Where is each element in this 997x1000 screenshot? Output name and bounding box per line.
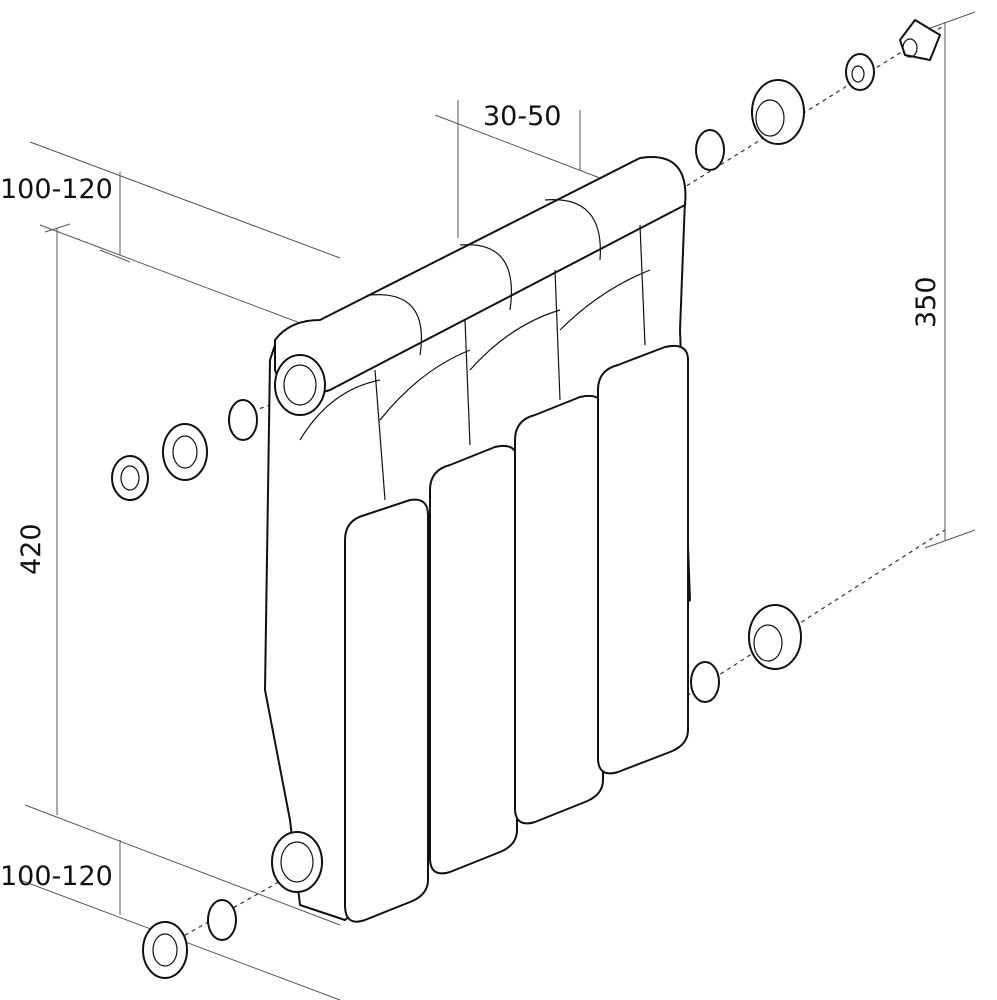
gasket-bottom-left [207, 899, 237, 941]
adapter-top-left [162, 423, 208, 481]
dimension-lines [19, 11, 976, 1000]
adapter-bottom-left [142, 921, 188, 979]
section-gap-label: 30-50 [483, 101, 561, 132]
radiator-sections [344, 344, 689, 923]
gasket-bottom-right [690, 661, 720, 703]
top-left-inlet [274, 354, 326, 416]
top-depth-label: 100-120 [0, 174, 113, 205]
adapter-top-right [751, 79, 805, 145]
axis-distance-label: 350 [911, 276, 942, 328]
fittings [111, 19, 941, 979]
gasket-top-right [695, 129, 725, 171]
section-4 [597, 344, 689, 775]
gasket-top-left [228, 399, 258, 441]
bottom-left-inlet [271, 831, 323, 893]
reducer-top-right [845, 53, 875, 91]
total-height-label: 420 [16, 523, 47, 575]
adapter-bottom-right [748, 604, 802, 670]
plug-left [111, 455, 149, 501]
section-2 [429, 444, 518, 875]
section-3 [514, 394, 604, 825]
bottom-depth-label: 100-120 [0, 861, 113, 892]
section-1 [344, 498, 429, 923]
